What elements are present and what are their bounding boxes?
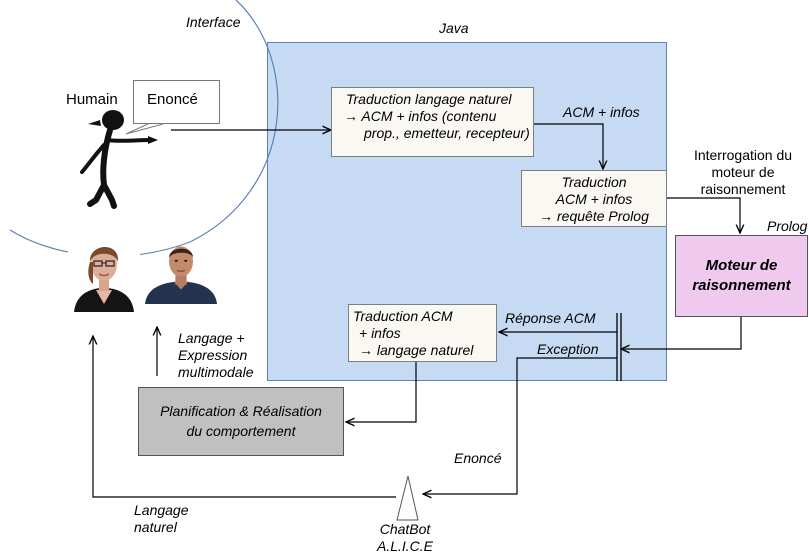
langage-naturel-label: Langage naturel: [134, 502, 189, 535]
arrow-acm-infos: [534, 123, 603, 169]
acm-infos-label: ACM + infos: [563, 104, 640, 120]
speech-bubble: [133, 80, 220, 124]
humain-label: Humain: [66, 91, 118, 108]
traduction-acm-langage-naturel-box: Traduction ACM + infos → langage naturel: [348, 304, 497, 362]
reponse-acm-label: Réponse ACM: [505, 310, 596, 326]
interrogation-label: Interrogation du moteur de raisonnement: [693, 147, 793, 197]
stick-figure-pointing-icon: [80, 110, 158, 209]
java-label: Java: [439, 20, 469, 36]
arrow-exception-to-chatbot: [423, 357, 617, 494]
prolog-label: Prolog: [767, 218, 808, 234]
chatbot-label: ChatBot A.L.I.C.E: [376, 521, 434, 554]
arrow-to-planification: [346, 362, 417, 422]
arrow-moteur-to-bar: [621, 317, 742, 349]
traduction-acm-box: Traduction ACM + infos → requête Prolog: [521, 170, 667, 227]
enonce-bottom-label: Enoncé: [454, 450, 502, 466]
speech-bubble-tail: [125, 123, 164, 135]
chatbot-triangle-icon: [396, 475, 419, 521]
moteur-raisonnement-box: Moteur de raisonnement: [675, 235, 808, 317]
female-avatar-icon: [68, 232, 140, 312]
speech-bubble-text: Enoncé: [147, 91, 198, 108]
interface-boundary-curve: [9, 0, 279, 257]
arrow-interrogation: [667, 197, 740, 233]
exception-label: Exception: [537, 341, 599, 357]
interface-label: Interface: [186, 14, 241, 30]
langage-expression-label: Langage + Expression multimodale: [178, 330, 254, 380]
planification-box: Planification & Réalisation du comportem…: [138, 387, 344, 456]
male-avatar-icon: [145, 246, 217, 304]
arrow-chatbot-to-human: [93, 336, 396, 498]
traduction-langage-naturel-box: Traduction langage naturel → ACM + infos…: [331, 87, 534, 157]
